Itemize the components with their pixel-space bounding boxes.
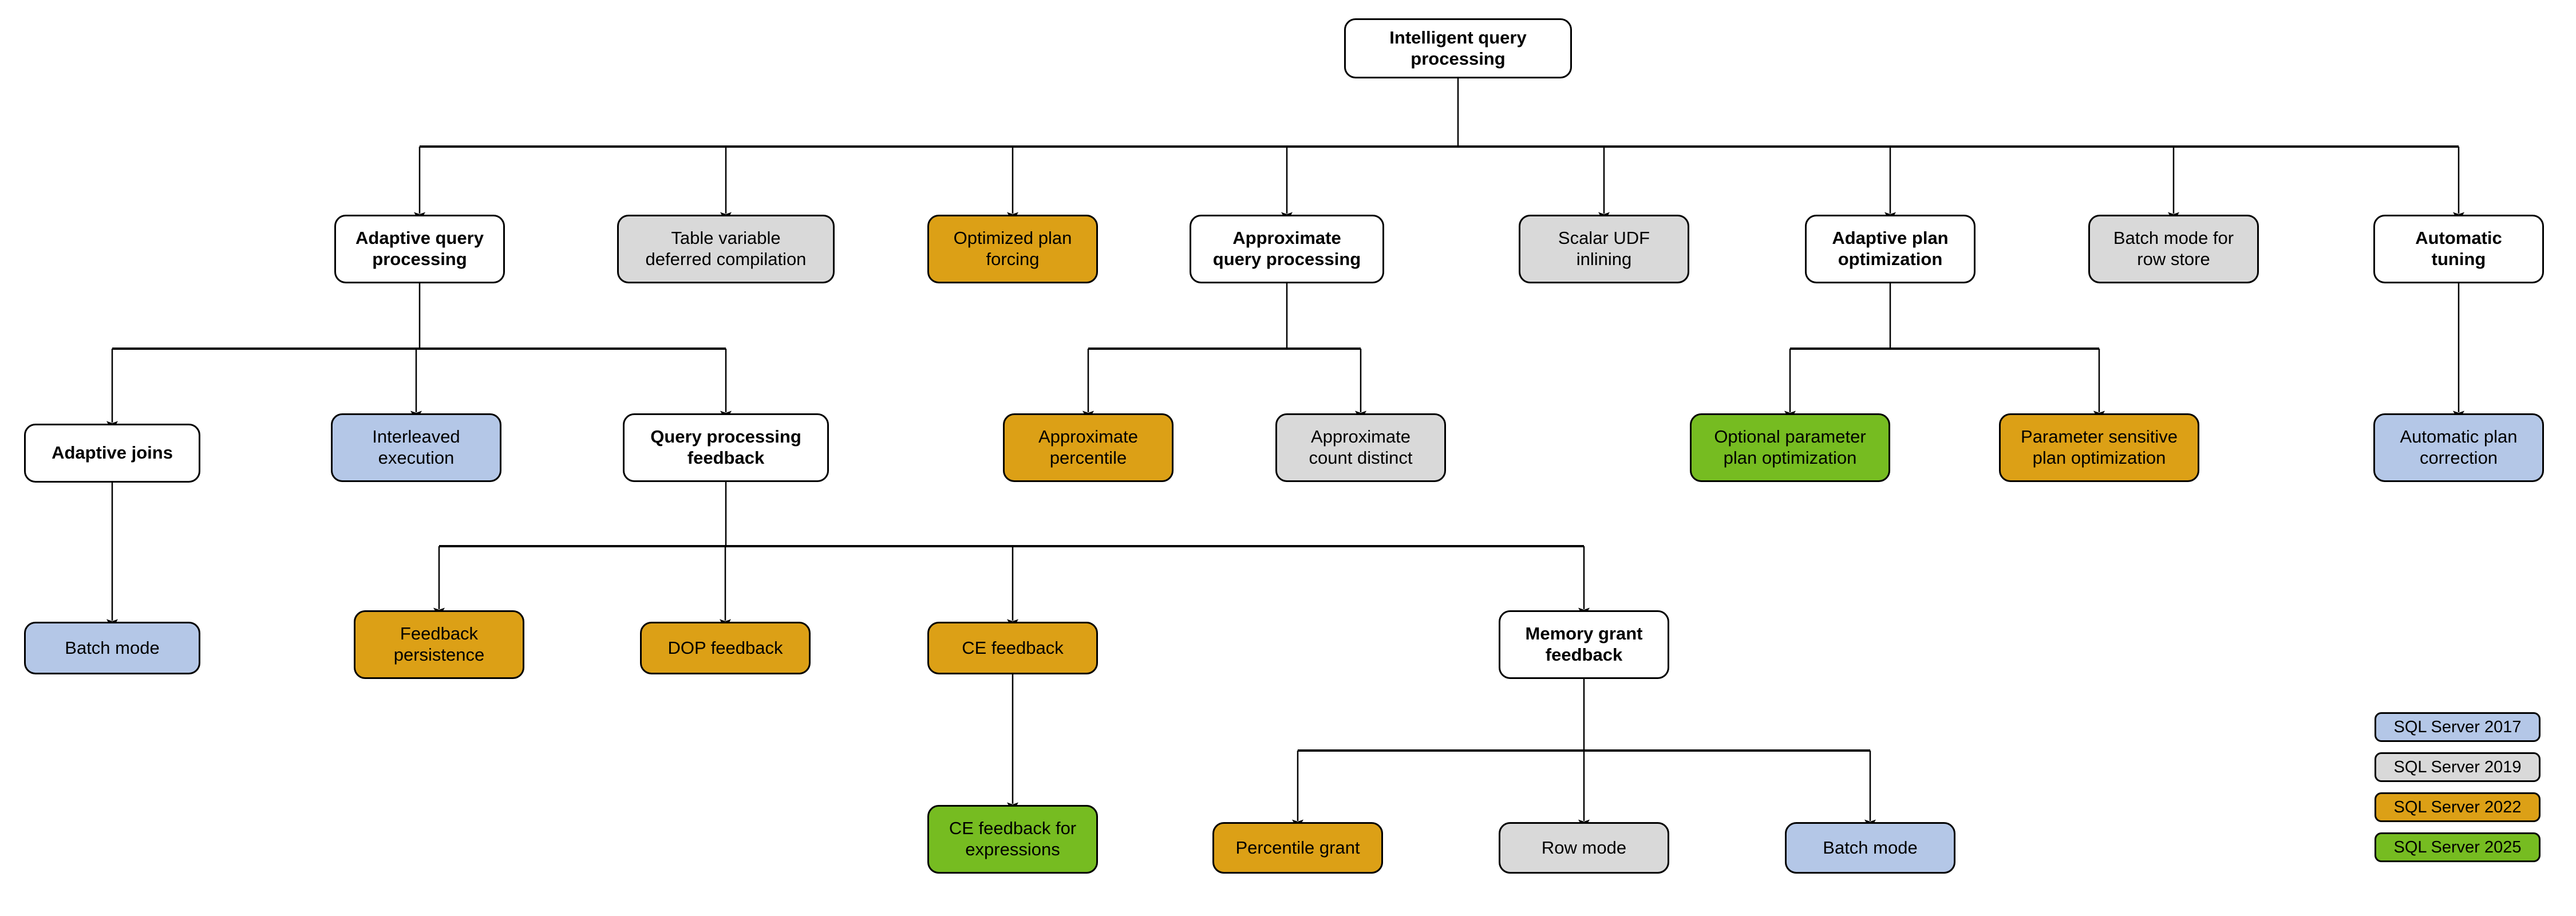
- node-scalar-udf-inlining[interactable]: Scalar UDF inlining: [1519, 215, 1689, 283]
- node-label: Automatic tuning: [2415, 228, 2502, 269]
- node-adaptive-plan-optimization[interactable]: Adaptive plan optimization: [1805, 215, 1976, 283]
- node-label: CE feedback: [962, 637, 1064, 658]
- node-batch-mode-for-row-store[interactable]: Batch mode for row store: [2088, 215, 2259, 283]
- legend-item-sql-server-2025: SQL Server 2025: [2374, 832, 2541, 862]
- node-adaptive-joins[interactable]: Adaptive joins: [24, 424, 200, 483]
- node-label: Optimized plan forcing: [953, 228, 1072, 269]
- legend-item-sql-server-2019: SQL Server 2019: [2374, 752, 2541, 782]
- node-label: Row mode: [1541, 837, 1627, 858]
- node-label: Memory grant feedback: [1525, 623, 1643, 665]
- node-label: Interleaved execution: [372, 427, 460, 468]
- node-label: Scalar UDF inlining: [1558, 228, 1650, 269]
- node-automatic-plan-correction[interactable]: Automatic plan correction: [2373, 413, 2544, 482]
- legend-item-label: SQL Server 2025: [2393, 838, 2522, 856]
- node-label: CE feedback for expressions: [949, 818, 1077, 859]
- legend-item-sql-server-2022: SQL Server 2022: [2374, 792, 2541, 822]
- legend-item-label: SQL Server 2019: [2393, 757, 2522, 776]
- node-label: Approximate query processing: [1212, 228, 1361, 269]
- node-parameter-sensitive-plan-optimization[interactable]: Parameter sensitive plan optimization: [1999, 413, 2199, 482]
- node-approximate-count-distinct[interactable]: Approximate count distinct: [1275, 413, 1446, 482]
- legend-item-sql-server-2017: SQL Server 2017: [2374, 712, 2541, 742]
- node-table-variable-deferred-compilation[interactable]: Table variable deferred compilation: [617, 215, 835, 283]
- node-label: Table variable deferred compilation: [645, 228, 807, 269]
- node-label: Percentile grant: [1235, 837, 1360, 858]
- legend-item-label: SQL Server 2017: [2393, 717, 2522, 736]
- node-adaptive-query-processing[interactable]: Adaptive query processing: [334, 215, 505, 283]
- node-approximate-query-processing[interactable]: Approximate query processing: [1190, 215, 1384, 283]
- node-label: Automatic plan correction: [2400, 427, 2518, 468]
- node-label: Batch mode: [65, 637, 160, 658]
- node-label: Batch mode: [1823, 837, 1918, 858]
- node-automatic-tuning[interactable]: Automatic tuning: [2373, 215, 2544, 283]
- node-batch-mode[interactable]: Batch mode: [1785, 822, 1955, 874]
- node-query-processing-feedback[interactable]: Query processing feedback: [623, 413, 829, 482]
- node-feedback-persistence[interactable]: Feedback persistence: [354, 610, 524, 679]
- node-row-mode[interactable]: Row mode: [1499, 822, 1669, 874]
- node-memory-grant-feedback[interactable]: Memory grant feedback: [1499, 610, 1669, 679]
- legend-item-label: SQL Server 2022: [2393, 797, 2522, 816]
- node-label: Query processing feedback: [650, 427, 801, 468]
- node-intelligent-query-processing[interactable]: Intelligent query processing: [1344, 18, 1572, 78]
- node-label: Approximate count distinct: [1309, 427, 1413, 468]
- node-label: Parameter sensitive plan optimization: [2021, 427, 2178, 468]
- node-optimized-plan-forcing[interactable]: Optimized plan forcing: [927, 215, 1098, 283]
- node-label: Feedback persistence: [393, 623, 485, 665]
- node-percentile-grant[interactable]: Percentile grant: [1212, 822, 1383, 874]
- node-ce-feedback[interactable]: CE feedback: [927, 622, 1098, 674]
- node-ce-feedback-for-expressions[interactable]: CE feedback for expressions: [927, 805, 1098, 874]
- node-approximate-percentile[interactable]: Approximate percentile: [1003, 413, 1174, 482]
- node-dop-feedback[interactable]: DOP feedback: [640, 622, 811, 674]
- node-label: Adaptive query processing: [355, 228, 484, 269]
- node-label: Optional parameter plan optimization: [1714, 427, 1866, 468]
- node-label: Approximate percentile: [1038, 427, 1139, 468]
- node-label: Batch mode for row store: [2113, 228, 2234, 269]
- node-label: Intelligent query processing: [1389, 27, 1527, 69]
- node-interleaved-execution[interactable]: Interleaved execution: [331, 413, 501, 482]
- node-batch-mode[interactable]: Batch mode: [24, 622, 200, 674]
- node-label: Adaptive plan optimization: [1832, 228, 1949, 269]
- node-label: DOP feedback: [667, 637, 783, 658]
- node-optional-parameter-plan-optimization[interactable]: Optional parameter plan optimization: [1690, 413, 1890, 482]
- node-label: Adaptive joins: [52, 443, 173, 463]
